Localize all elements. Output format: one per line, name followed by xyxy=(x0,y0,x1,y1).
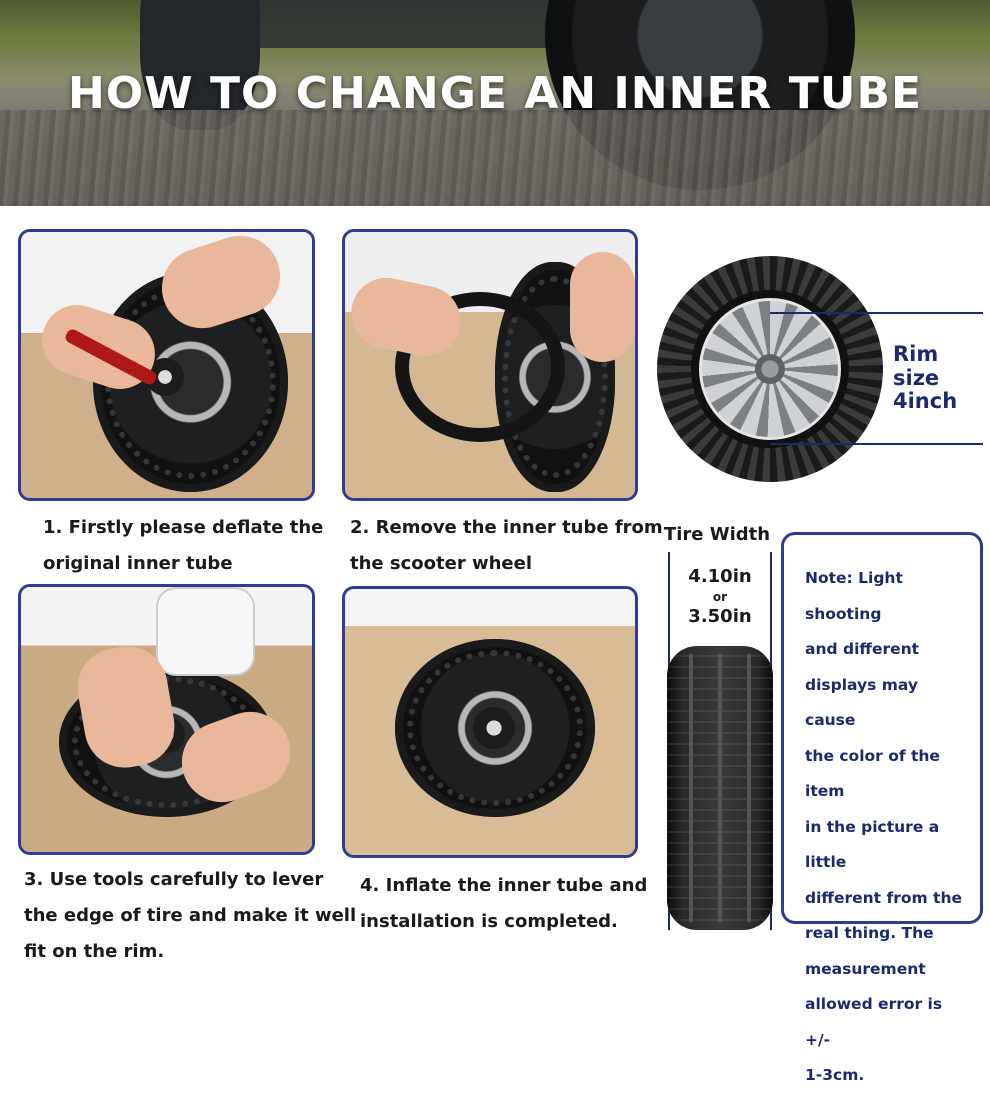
rim-size-label: Rim size xyxy=(893,342,940,390)
rim-wheel-image xyxy=(657,256,883,482)
tire-width-label: Tire Width xyxy=(663,524,771,545)
step-1-caption: 1. Firstly please deflate the original i… xyxy=(43,517,324,574)
step-4-caption: 4. Inflate the inner tube and installati… xyxy=(360,875,648,932)
step-3-caption: 3. Use tools carefully to lever the edge… xyxy=(24,869,357,962)
tire-width-value-1: 4.10in xyxy=(688,566,752,587)
page-title: HOW TO CHANGE AN INNER TUBE xyxy=(67,68,923,119)
tire-width-value-2: 3.50in xyxy=(688,606,752,627)
step-1-photo xyxy=(18,229,315,501)
rim-size-value: 4inch xyxy=(893,389,958,413)
step-4-photo xyxy=(342,586,638,858)
banner-photo: HOW TO CHANGE AN INNER TUBE xyxy=(0,0,990,206)
step-3-photo xyxy=(18,584,315,855)
step-2-photo xyxy=(342,229,638,501)
tire-tread-image xyxy=(667,646,773,930)
rim-dimension-line-top xyxy=(770,312,983,314)
tire-width-or: or xyxy=(712,590,728,604)
step-2-caption: 2. Remove the inner tube from the scoote… xyxy=(350,517,663,574)
rim-dimension-line-bottom xyxy=(770,443,983,445)
note-text: Note: Light shooting and different displ… xyxy=(805,569,963,1084)
note-box: Note: Light shooting and different displ… xyxy=(781,532,983,1084)
